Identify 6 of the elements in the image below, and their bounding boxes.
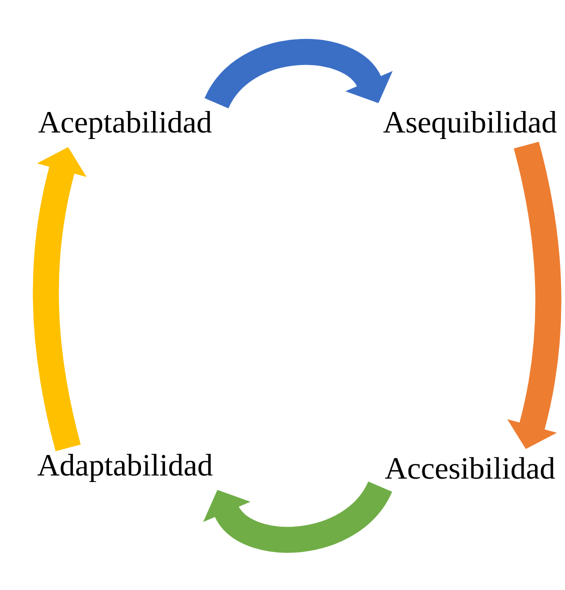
label-text: Asequibilidad xyxy=(383,110,557,140)
curved-arrow xyxy=(203,480,392,553)
label-text: Aceptabilidad xyxy=(38,110,212,140)
label-text: Accesibilidad xyxy=(385,457,555,479)
label-text: Adaptabilidad xyxy=(38,454,212,482)
curved-arrow xyxy=(205,39,393,110)
